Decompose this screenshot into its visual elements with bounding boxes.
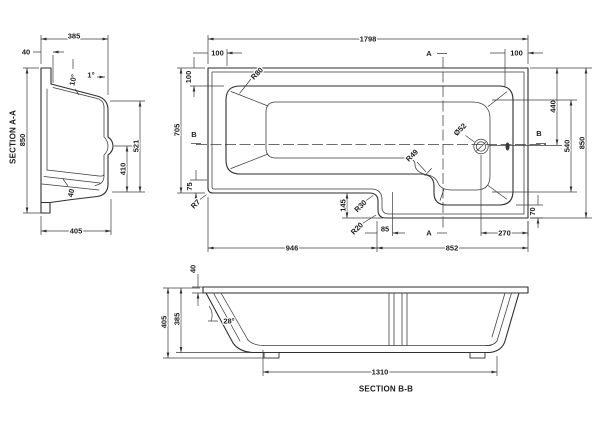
plan-r80-leader [239,78,252,94]
plan-dim-705-label: 705 [173,124,182,137]
plan-dim-85-label: 85 [381,225,389,234]
plan-dim-850-label: 850 [578,137,587,150]
bb-dim-1310-label: 1310 [372,368,389,377]
aa-outer-profile [40,67,114,204]
plan-dim-70-label: 70 [528,207,537,215]
plan-dim-1798-label: 1798 [360,35,377,44]
plan-dim-540-label: 540 [563,140,572,153]
section-aa-title: SECTION A-A [9,110,18,164]
aa-foot [40,201,51,214]
plan-drain-leader [465,135,475,143]
aa-floor-line-1 [46,169,105,177]
plan-section-ticks [191,53,546,234]
plan-dim-100l-label: 100 [184,71,193,84]
bb-foot-right [469,352,486,359]
bb-right-wall-inner [485,292,512,346]
plan-outer-inset [211,71,525,215]
drain-outer-circle [473,138,489,155]
plan-r20-label: R20 [349,220,365,236]
plan-r49-leader [416,161,427,173]
bb-dim-385-label: 385 [173,313,182,326]
plan-r30-leader [365,195,374,202]
aa-dim-40-label: 40 [22,48,30,57]
bb-ext-40 [192,286,203,294]
plan-dim-440-label: 440 [549,100,558,113]
aa-dim-410-label: 410 [119,163,128,176]
plan-dim-75-label: 75 [185,182,194,190]
plan-dim-946-label: 946 [286,244,299,253]
plan-dim-852-label: 852 [446,244,459,253]
aa-base-label: 40 [66,188,77,198]
aa-dim-385-label: 385 [68,32,81,41]
section-bb-title: SECTION B-B [359,385,413,394]
plan-r20-leader [362,214,377,224]
drain-inner-circle [475,141,487,152]
aa-dim-405-label: 405 [70,227,83,236]
bb-angle-leader [208,305,218,322]
bb-right-wall-outer [489,292,520,354]
plan-r49-label: R49 [404,147,420,163]
plan-corner-chamfers [230,91,507,201]
section-bb-view: 40 405 385 28° 1310 SECTION B-B [158,264,529,395]
aa-floor-line-3 [41,183,100,191]
bb-right-wall-mid [491,292,506,338]
plan-marker-a-bottom: A [426,229,432,238]
plan-ext-850 [530,67,592,219]
bb-step-projection [388,292,408,346]
bb-angle-label: 28° [223,317,234,326]
aa-angle1-label: 1° [87,71,94,80]
plan-dim-145-label: 145 [339,199,348,212]
bb-foot-left [263,352,280,359]
aa-floor-line-2 [43,176,101,184]
bb-left-wall-mid [213,292,241,342]
plan-view: A A B B 1798 100 100 705 100 75 R7 R80 [171,33,592,254]
plan-dim-100tr-label: 100 [510,49,523,58]
bb-rim [202,286,529,294]
aa-angle10-leader [72,59,80,96]
plan-ext-540 [492,99,577,193]
aa-inner-wall [94,106,109,186]
plan-marker-a-top: A [426,49,432,58]
plan-dim-270-label: 270 [498,229,511,238]
aa-base-leader [62,178,69,187]
aa-inner-deck [52,87,105,108]
plan-drain-label: Ø52 [452,121,468,137]
aa-angle10-label: 10° [67,74,78,87]
section-aa-view: 385 40 10° 1° 850 SECTION A-A 521 410 40… [7,30,145,237]
bb-left-wall-inner [220,292,264,346]
aa-dim-850-label: 850 [18,134,27,147]
aa-dim-521-label: 521 [132,140,141,153]
bb-dim-40-label: 40 [189,265,198,273]
plan-marker-b-right: B [536,129,542,138]
plan-marker-b-left: B [191,130,197,139]
plan-dim-100tl-label: 100 [211,49,224,58]
plan-outer-outline [207,67,529,219]
bb-dim-405-label: 405 [160,316,169,329]
drain-chord [476,142,486,152]
plan-r7-leader [199,194,207,200]
overflow-mark [505,142,510,151]
plan-floor-outline [265,101,491,191]
plan-ext-270 [480,155,529,236]
